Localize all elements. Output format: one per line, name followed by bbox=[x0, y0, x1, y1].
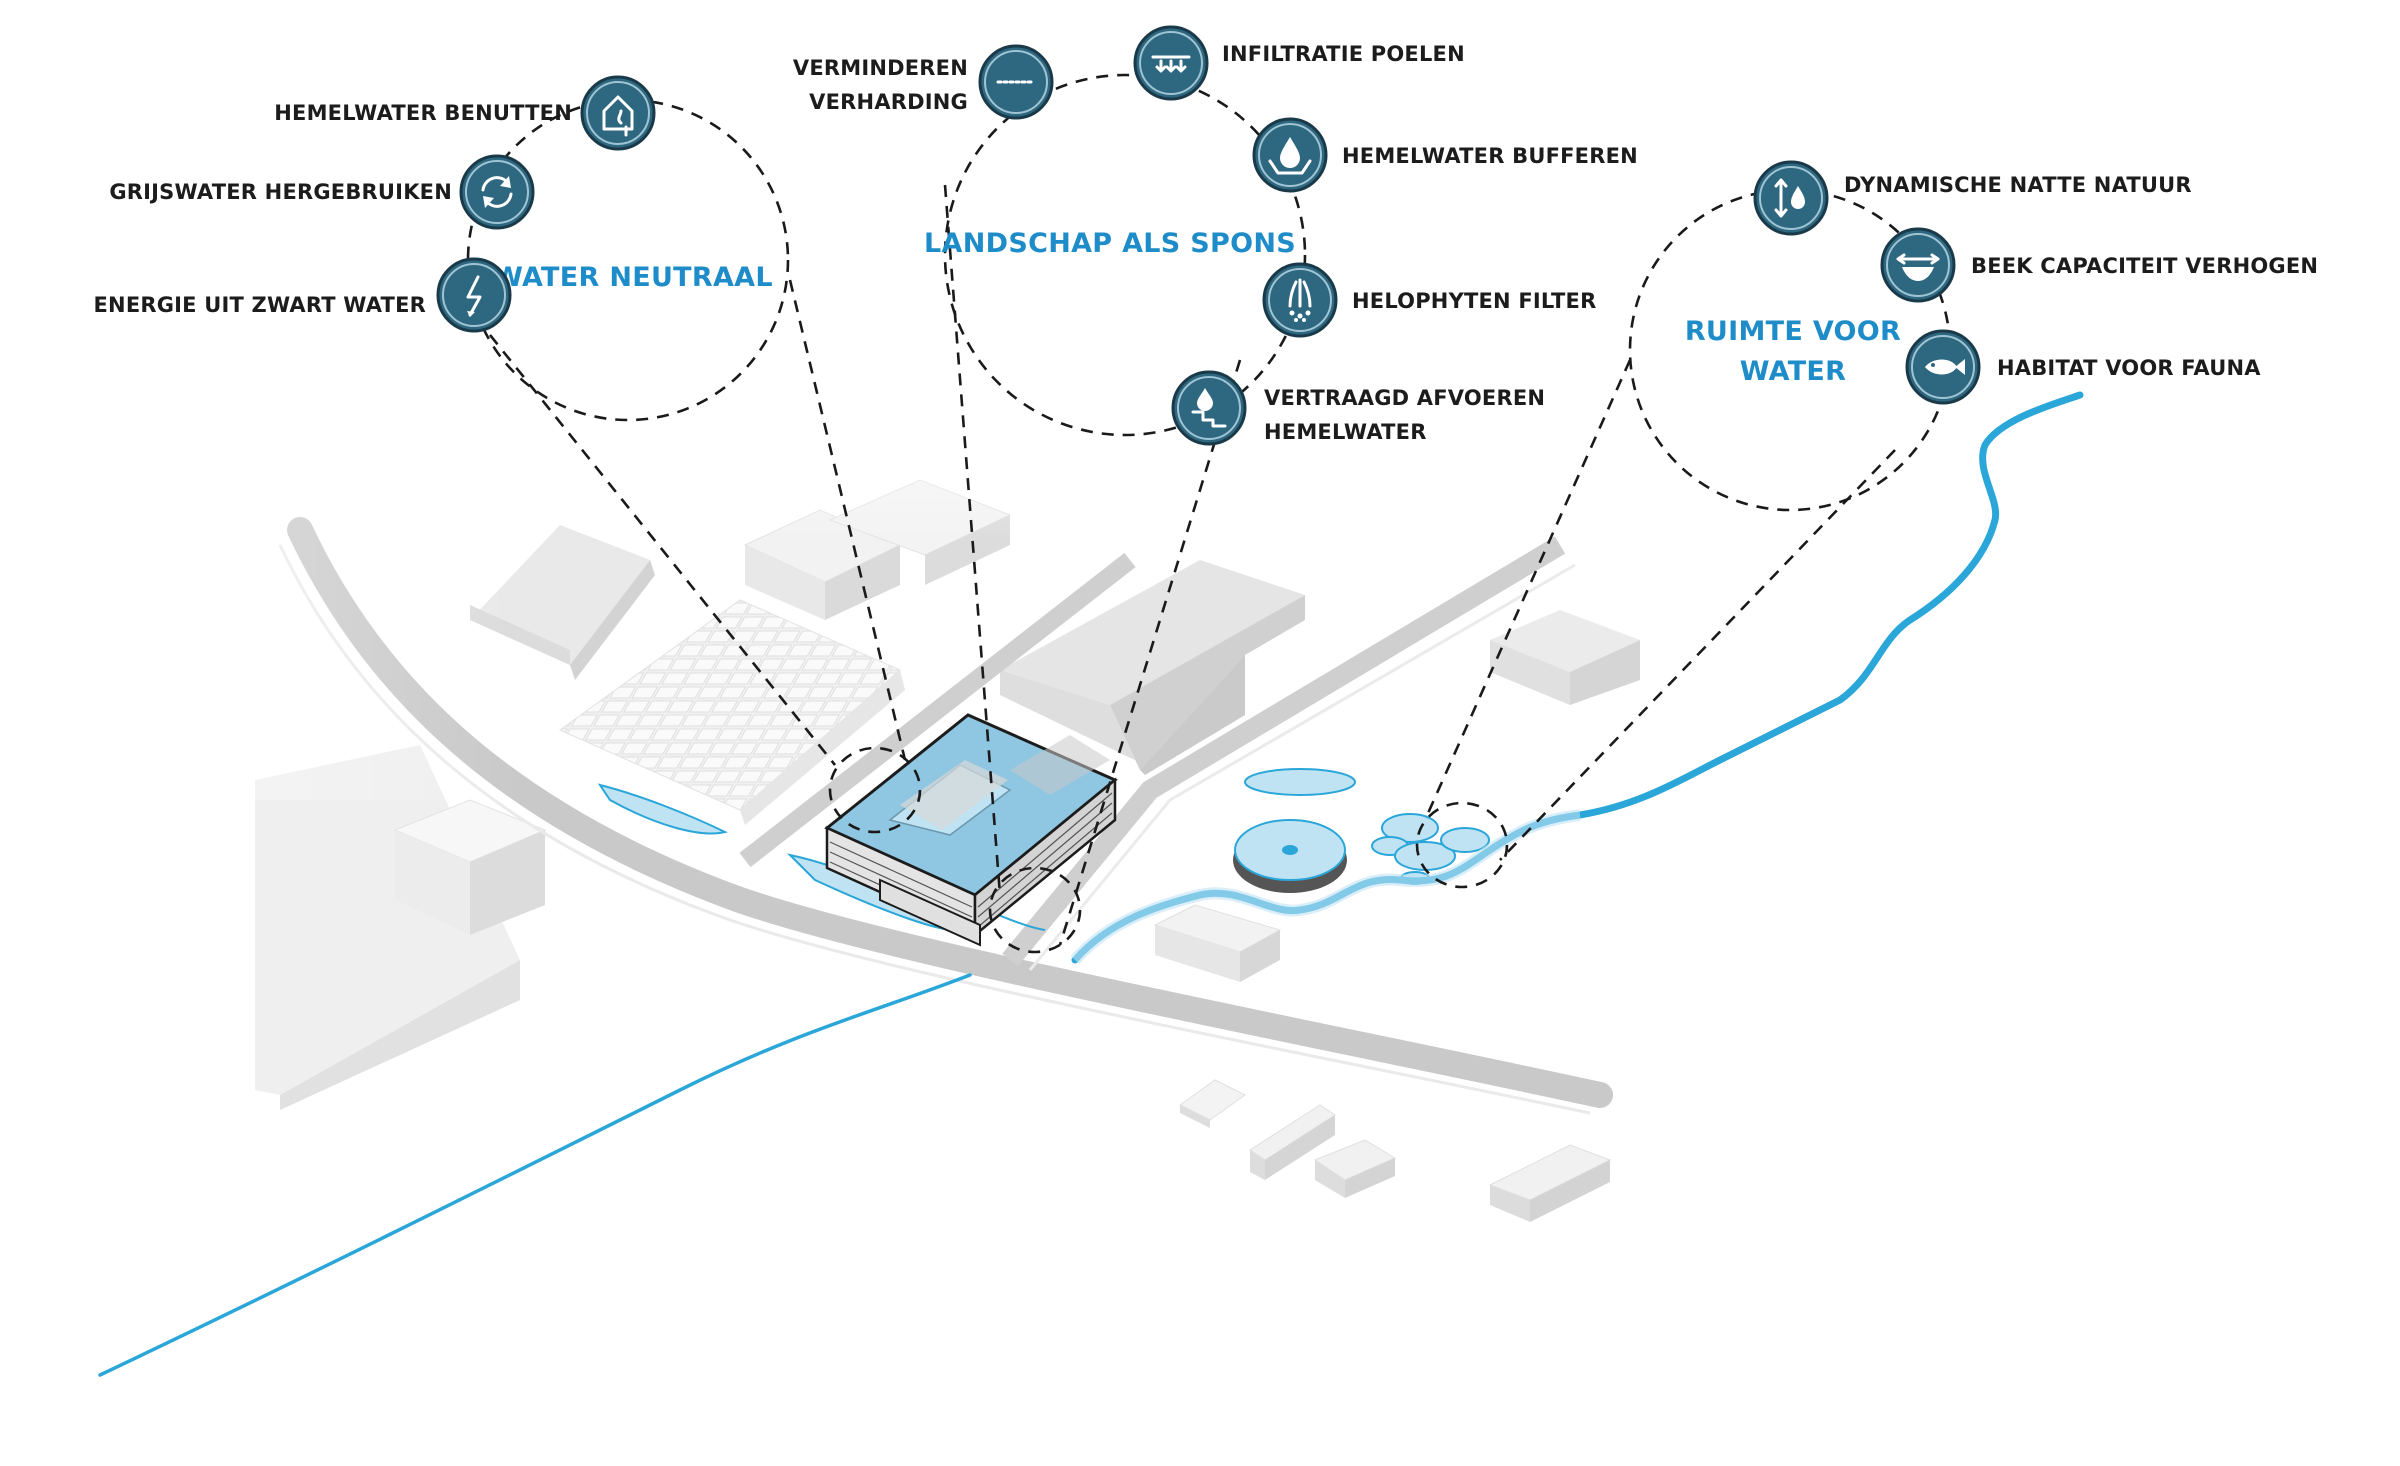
feature-label-line1: VERMINDEREN bbox=[793, 56, 968, 80]
feature-verminderen-verharding: VERMINDEREN VERHARDING bbox=[793, 44, 1054, 120]
feature-label-line1: VERTRAAGD AFVOEREN bbox=[1264, 386, 1545, 410]
recycle-icon bbox=[481, 176, 513, 208]
group-titles: WATER NEUTRAAL LANDSCHAP ALS SPONS RUIMT… bbox=[493, 228, 1901, 387]
focus-circle-building bbox=[828, 746, 922, 834]
feature-label: ENERGIE UIT ZWART WATER bbox=[94, 293, 427, 317]
roof-grey-panel bbox=[900, 760, 1008, 830]
cross-road-right-edge bbox=[1028, 563, 1576, 971]
feature-label: HEMELWATER BENUTTEN bbox=[274, 101, 572, 125]
pond-cluster bbox=[1371, 813, 1490, 885]
fish-icon bbox=[1925, 359, 1965, 375]
focus-circle-stream bbox=[1415, 801, 1509, 889]
highlighted-building bbox=[824, 713, 1118, 947]
river-left bbox=[98, 973, 972, 1377]
feature-label: HABITAT VOOR FAUNA bbox=[1997, 356, 2261, 380]
feature-label: INFILTRATIE POELEN bbox=[1222, 42, 1465, 66]
house-left bbox=[393, 799, 547, 935]
feature-label: GRIJSWATER HERGEBRUIKEN bbox=[109, 180, 452, 204]
feature-hemelwater-benutten: HEMELWATER BENUTTEN bbox=[274, 75, 656, 151]
feature-label-line2: VERHARDING bbox=[809, 90, 968, 114]
base-map bbox=[0, 380, 2084, 1377]
feature-label: BEEK CAPACITEIT VERHOGEN bbox=[1971, 254, 2318, 278]
feature-infiltratie-poelen: INFILTRATIE POELEN bbox=[1133, 25, 1465, 101]
building-block-left-side bbox=[280, 960, 520, 1110]
buildings-lower bbox=[1153, 904, 1612, 1222]
focus-circle-wadi bbox=[988, 866, 1082, 954]
stream-right-halo bbox=[1070, 809, 1581, 965]
pond-parking bbox=[597, 783, 728, 835]
feature-grijswater-hergebruiken: GRIJSWATER HERGEBRUIKEN bbox=[109, 154, 535, 230]
feature-label-line2: HEMELWATER bbox=[1264, 420, 1427, 444]
drop-updown-icon bbox=[1774, 178, 1805, 218]
group-circle-water-neutraal bbox=[466, 98, 790, 422]
building-right-top bbox=[1490, 610, 1640, 705]
roof-grey-panel-2 bbox=[1010, 735, 1110, 795]
feature-energie-uit-zwart-water: ENERGIE UIT ZWART WATER bbox=[94, 257, 512, 333]
group-circle-landschap-als-spons bbox=[943, 73, 1307, 437]
water-drop-basin-icon bbox=[1268, 137, 1312, 175]
group-title-water-neutraal: WATER NEUTRAAL bbox=[493, 262, 773, 293]
feature-vertraagd-afvoeren-hemelwater: VERTRAAGD AFVOEREN HEMELWATER bbox=[1171, 370, 1545, 446]
group-title-landschap-als-spons: LANDSCHAP ALS SPONS bbox=[924, 228, 1296, 259]
group-title-ruimte-voor-water-line2: WATER bbox=[1740, 356, 1847, 387]
infiltration-icon bbox=[1151, 55, 1191, 73]
pond-oval bbox=[1244, 768, 1356, 796]
feature-label: DYNAMISCHE NATTE NATUUR bbox=[1844, 173, 2192, 197]
feature-habitat-voor-fauna: HABITAT VOOR FAUNA bbox=[1905, 329, 2261, 405]
cross-road-center bbox=[739, 552, 1136, 868]
feature-label: HELOPHYTEN FILTER bbox=[1352, 289, 1596, 313]
house-rain-icon bbox=[602, 95, 634, 137]
cross-road-right bbox=[1002, 536, 1566, 967]
reed-plant-icon bbox=[1288, 278, 1312, 322]
lightning-icon bbox=[466, 275, 482, 317]
feature-hemelwater-bufferen: HEMELWATER BUFFEREN bbox=[1252, 117, 1638, 193]
water-treatment-tank bbox=[1233, 819, 1347, 893]
drop-steps-icon bbox=[1191, 388, 1227, 428]
feature-helophyten-filter: HELOPHYTEN FILTER bbox=[1262, 262, 1596, 338]
warehouse-center bbox=[1000, 560, 1305, 775]
stream-capacity-icon bbox=[1896, 253, 1940, 281]
group-title-ruimte-voor-water-line1: RUIMTE VOOR bbox=[1685, 316, 1901, 347]
feature-dynamische-natte-natuur: DYNAMISCHE NATTE NATUUR bbox=[1753, 160, 2192, 236]
feature-beek-capaciteit-verhogen: BEEK CAPACITEIT VERHOGEN bbox=[1880, 227, 2318, 303]
feature-label: HEMELWATER BUFFEREN bbox=[1342, 144, 1638, 168]
